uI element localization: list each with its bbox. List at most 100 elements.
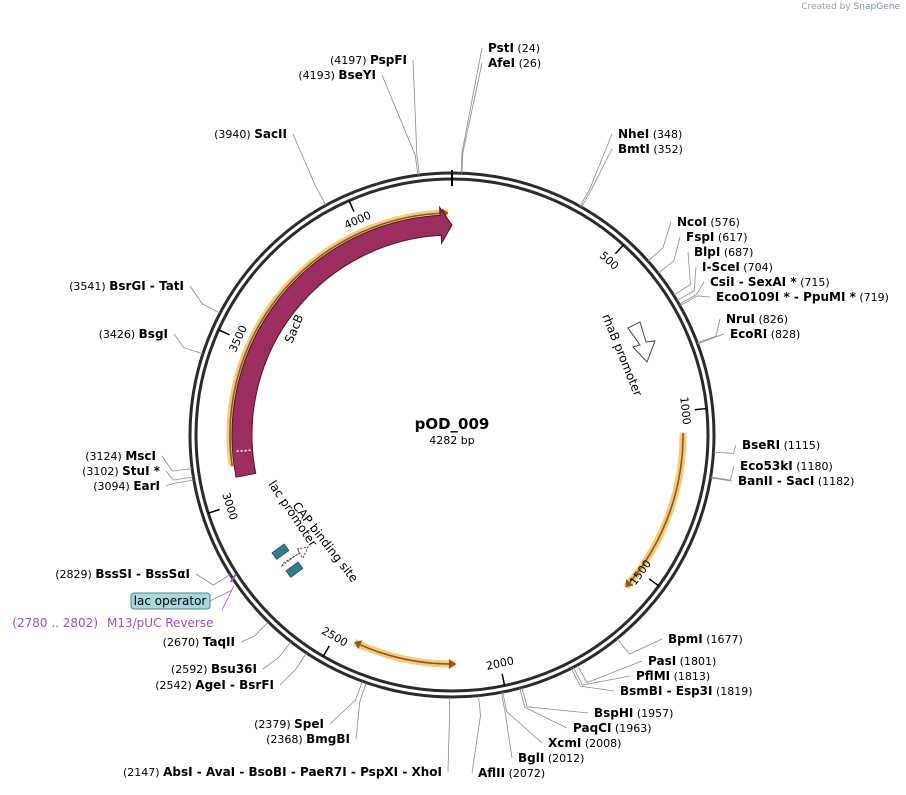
enzyme-site[interactable]: NcoI (576) bbox=[647, 215, 740, 262]
enzyme-label: (4197) PspFI bbox=[330, 53, 407, 67]
enzyme-position: (26) bbox=[515, 57, 541, 70]
enzyme-site[interactable]: (2147) AbsI - AvaI - BsoBI - PaeR7I - Ps… bbox=[123, 696, 451, 779]
enzyme-position: (715) bbox=[797, 276, 830, 289]
enzyme-site[interactable]: EcoO109I * - PpuMI * (719) bbox=[679, 290, 889, 307]
enzyme-name: NcoI bbox=[677, 215, 707, 229]
enzyme-leader bbox=[581, 148, 613, 208]
enzyme-site[interactable]: (2592) Bsu36I bbox=[171, 641, 292, 676]
enzyme-site[interactable]: FspI (617) bbox=[657, 230, 747, 274]
enzyme-position: (2670) bbox=[163, 636, 203, 649]
enzyme-site[interactable]: (3541) BsrGI - TatI bbox=[69, 279, 221, 314]
enzyme-site[interactable]: BseRI (1115) bbox=[713, 438, 820, 454]
enzyme-site[interactable]: (4193) BseYI bbox=[298, 68, 419, 176]
enzyme-position: (24) bbox=[514, 42, 540, 55]
enzyme-site[interactable]: BanII - SacI (1182) bbox=[710, 474, 855, 488]
enzyme-site[interactable]: BspHI (1957) bbox=[521, 687, 674, 721]
enzyme-label: PstI (24) bbox=[488, 41, 540, 55]
lac-operator-marker[interactable] bbox=[285, 561, 304, 578]
enzyme-site[interactable]: PflMI (1813) bbox=[572, 667, 710, 686]
enzyme-site[interactable]: PasI (1801) bbox=[577, 654, 716, 684]
enzyme-name: AflII bbox=[478, 766, 505, 780]
enzyme-name: PspFI bbox=[370, 53, 407, 67]
enzyme-label: AflII (2072) bbox=[478, 766, 545, 780]
tick-mark-2000 bbox=[501, 673, 506, 686]
enzyme-position: (2379) bbox=[254, 718, 294, 731]
enzyme-name: PflMI bbox=[636, 669, 670, 683]
enzyme-site[interactable]: (3940) SacII bbox=[214, 127, 327, 206]
enzyme-leader bbox=[502, 691, 543, 744]
enzyme-position: (3102) bbox=[82, 465, 122, 478]
highlight-right bbox=[625, 433, 684, 588]
enzyme-name: BmgBI bbox=[306, 732, 350, 746]
enzyme-position: (576) bbox=[707, 216, 740, 229]
enzyme-leader bbox=[577, 660, 643, 684]
cap-binding-site-marker[interactable] bbox=[271, 543, 290, 560]
enzyme-site[interactable]: (2379) SpeI bbox=[254, 681, 363, 731]
highlight-large bbox=[229, 212, 449, 467]
sacb-break-marker bbox=[234, 449, 251, 453]
enzyme-site[interactable]: BglI (2012) bbox=[500, 692, 584, 765]
enzyme-label: (3541) BsrGI - TatI bbox=[69, 279, 184, 293]
enzyme-label: EcoO109I * - PpuMI * (719) bbox=[716, 290, 889, 304]
enzyme-position: (3124) bbox=[85, 450, 125, 463]
highlight-right-head bbox=[625, 579, 634, 588]
enzyme-site[interactable]: PstI (24) bbox=[460, 41, 540, 174]
enzyme-name: NruI bbox=[726, 312, 755, 326]
enzyme-site[interactable]: EcoRI (828) bbox=[697, 327, 801, 345]
feature-highlights bbox=[226, 208, 687, 669]
enzyme-leader bbox=[355, 682, 367, 740]
enzyme-label: (3940) SacII bbox=[214, 127, 287, 141]
enzyme-position: (2072) bbox=[505, 767, 545, 780]
enzyme-leader bbox=[262, 641, 292, 670]
enzyme-site[interactable]: AfeI (26) bbox=[461, 56, 541, 174]
enzyme-site[interactable]: (2368) BmgBI bbox=[266, 682, 367, 746]
enzyme-site[interactable]: (3094) EarI bbox=[93, 479, 194, 493]
enzyme-label: CsiI - SexAI * (715) bbox=[710, 275, 830, 289]
enzyme-site[interactable]: Eco53kI (1180) bbox=[710, 459, 833, 481]
enzyme-name: SexAI * bbox=[748, 275, 797, 289]
tick-mark-4000 bbox=[348, 200, 355, 212]
enzyme-site[interactable]: (3426) BsgI bbox=[99, 327, 204, 355]
sacb-feature-arrow[interactable] bbox=[231, 205, 453, 478]
enzyme-position: (2147) bbox=[123, 766, 163, 779]
enzyme-site[interactable]: (2542) AgeI - BsrFI bbox=[155, 652, 307, 692]
enzyme-position: (3940) bbox=[214, 128, 254, 141]
enzyme-label: EcoRI (828) bbox=[730, 327, 800, 341]
enzyme-site[interactable]: CsiI - SexAI * (715) bbox=[679, 275, 830, 305]
enzyme-leader bbox=[676, 266, 697, 302]
enzyme-leader bbox=[292, 133, 327, 206]
enzyme-label: (2147) AbsI - AvaI - BsoBI - PaeR7I - Ps… bbox=[123, 765, 442, 779]
enzyme-name: BsoBI bbox=[248, 765, 286, 779]
enzyme-site[interactable]: (3124) MscI bbox=[85, 449, 193, 472]
enzyme-position: (352) bbox=[650, 143, 683, 156]
enzyme-site[interactable]: NheI (348) bbox=[579, 127, 682, 207]
tick-label-500: 500 bbox=[597, 249, 621, 273]
enzyme-site[interactable]: XcmI (2008) bbox=[502, 691, 622, 750]
enzyme-site[interactable]: I-SceI (704) bbox=[676, 260, 773, 302]
enzyme-label: (2542) AgeI - BsrFI bbox=[155, 678, 274, 692]
enzyme-name: PasI bbox=[648, 654, 676, 668]
enzyme-site[interactable]: (2829) BssSI - BssSαI bbox=[55, 567, 231, 586]
tick-label-1000: 1000 bbox=[677, 396, 693, 425]
enzyme-leader bbox=[500, 692, 513, 759]
enzyme-site[interactable]: NruI (826) bbox=[697, 312, 788, 344]
enzyme-label: (3102) StuI * bbox=[82, 464, 161, 478]
enzyme-site[interactable]: BpmI (1677) bbox=[616, 632, 743, 655]
enzyme-position: (3426) bbox=[99, 328, 139, 341]
enzyme-name: XcmI bbox=[548, 736, 581, 750]
enzyme-leader bbox=[679, 281, 705, 305]
enzyme-site[interactable]: AflII (2072) bbox=[471, 695, 545, 780]
enzyme-site[interactable]: BmtI (352) bbox=[581, 142, 683, 208]
enzyme-leader bbox=[461, 62, 483, 174]
lac-promoter-arrow[interactable] bbox=[281, 546, 309, 568]
enzyme-site[interactable]: BsmBI - Esp3I (1819) bbox=[570, 668, 753, 698]
enzyme-site[interactable]: (4197) PspFI bbox=[330, 53, 420, 176]
enzyme-name: BseRI bbox=[742, 438, 780, 452]
rhab-promoter-arrow[interactable] bbox=[627, 321, 656, 363]
enzyme-site[interactable]: BlpI (687) bbox=[673, 245, 754, 296]
enzyme-label: (4193) BseYI bbox=[298, 68, 376, 82]
enzyme-site[interactable]: PaqCI (1963) bbox=[519, 687, 652, 735]
enzyme-position: (1957) bbox=[633, 707, 673, 720]
enzyme-site[interactable]: (2670) TaqII bbox=[163, 621, 269, 649]
enzyme-site[interactable]: (3102) StuI * bbox=[82, 464, 194, 481]
